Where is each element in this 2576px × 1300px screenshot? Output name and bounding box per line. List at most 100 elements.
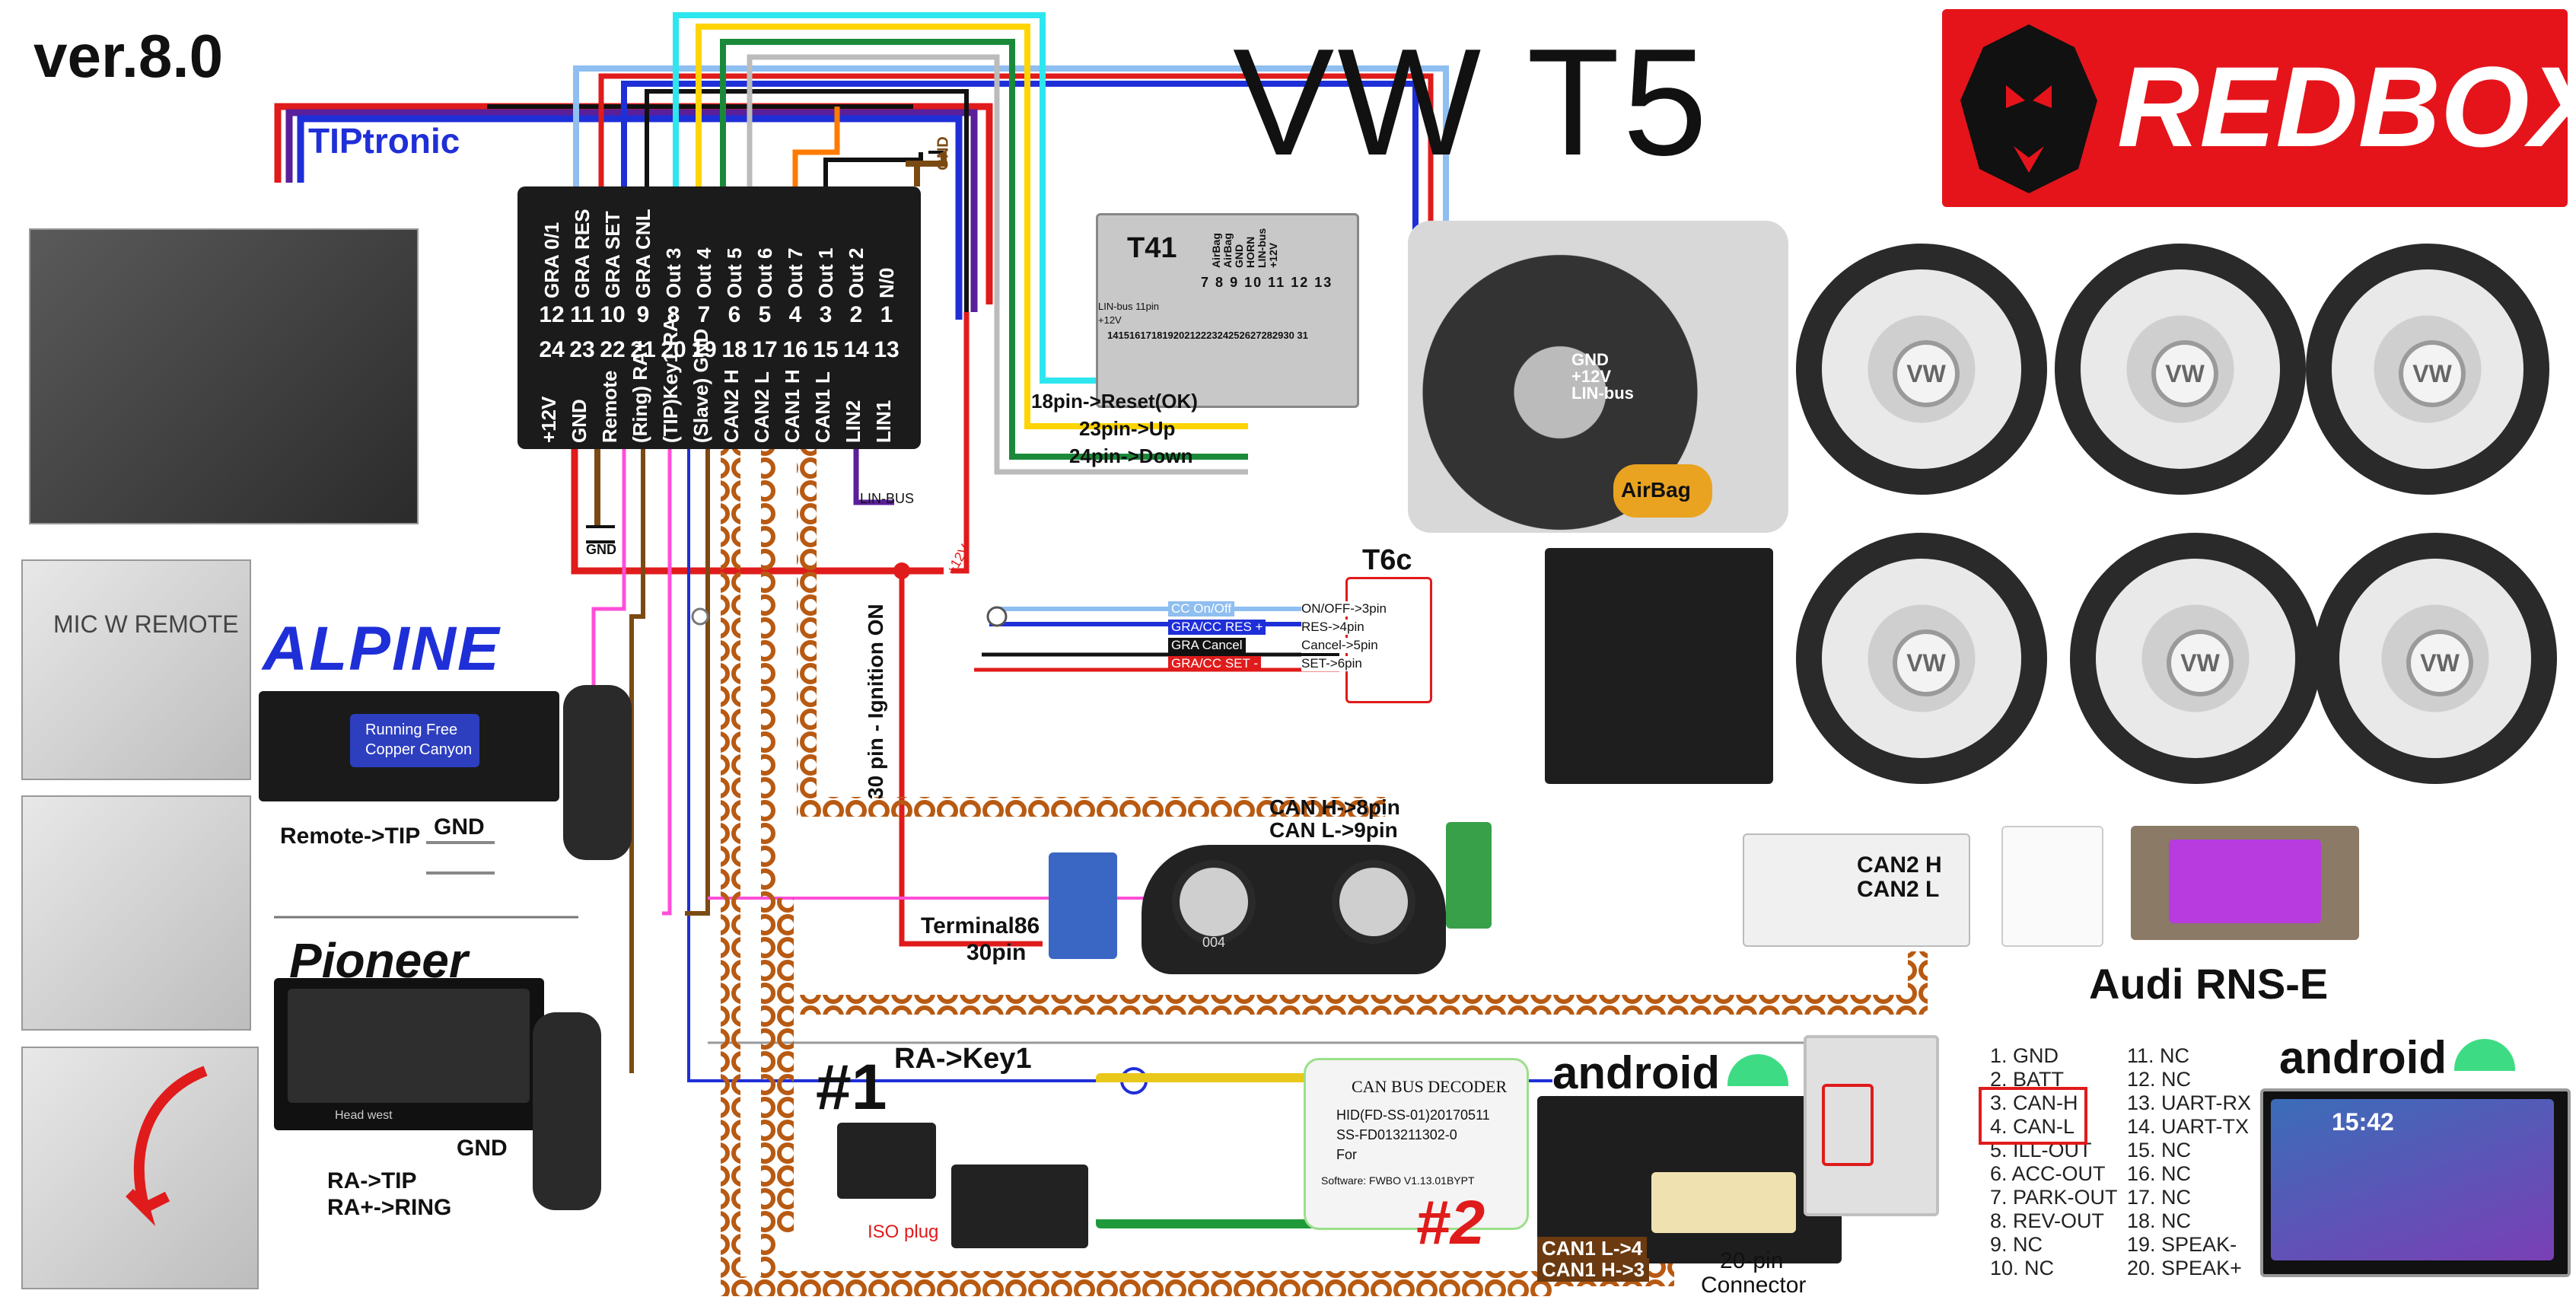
pioneer-gnd-label: GND — [457, 1136, 508, 1161]
pinout-right: 11. NC 12. NC 13. UART-RX 14. UART-TX 15… — [2127, 1044, 2252, 1279]
connector-pin-label: CAN1 H — [781, 369, 804, 443]
connector-pin-label: Out 3 — [662, 247, 685, 298]
gnd-top-label: GND — [935, 136, 952, 170]
20-pin-connector — [1651, 1172, 1796, 1233]
connector-pin-label: CAN2 L — [750, 371, 773, 443]
version-label: ver.8.0 — [33, 22, 224, 90]
reset-label: 18pin->Reset(OK) — [1031, 390, 1198, 413]
alpine-logo: ALPINE — [263, 614, 501, 683]
t41-top-pins: 7 8 9 10 11 12 13 — [1201, 275, 1333, 290]
alpine-gnd-label: GND — [434, 814, 485, 840]
connector-pin-label: GRA SET — [601, 211, 624, 298]
instrument-cluster: 004 — [1142, 845, 1446, 974]
connector-label-2: Connector — [1701, 1273, 1807, 1298]
main-connector: 12 11 10 9 8 7 6 5 4 3 2 1 24 23 22 21 2… — [517, 186, 921, 449]
t6c-wire-label: GRA/CC SET - — [1168, 656, 1261, 671]
can1h-label: CAN1 H->3 — [1537, 1258, 1650, 1282]
red-arrow-icon — [126, 1066, 208, 1227]
t6c-wire-label: GRA Cancel — [1168, 638, 1246, 653]
steering-wheel-6: VW — [2313, 533, 2557, 784]
alpine-jack-plug — [426, 841, 495, 875]
connector-pin-label: Out 7 — [784, 247, 807, 298]
connector-pin-label: GRA 0/1 — [540, 221, 563, 298]
connector-pin-label: +12V — [537, 396, 560, 443]
tiptronic-label: TIPtronic — [308, 121, 460, 161]
lion-logo-icon — [1960, 24, 2097, 193]
steering-wheel-3: VW — [2306, 244, 2549, 495]
android-tablet: 15:42 — [2260, 1088, 2571, 1277]
rnse-connector-diagram — [1743, 833, 1970, 947]
connector-pin-label: (Ring) RA+ — [629, 339, 651, 443]
connector-pin-label: GND — [1233, 244, 1245, 268]
connector-pin-label: Remote — [598, 370, 621, 443]
connector-pin-label: Out 2 — [845, 247, 868, 298]
alpine-head-unit: Running Free Copper Canyon — [259, 691, 559, 801]
can-pin-highlight — [1979, 1087, 2087, 1145]
ground-symbol-icon — [586, 525, 615, 543]
harness-label: RA->Key1 — [894, 1043, 1032, 1075]
terminal86-label: Terminal86 — [921, 913, 1040, 938]
terminal86-pin: 30pin — [966, 940, 1027, 965]
connector-pin-label: Out 4 — [693, 247, 715, 298]
iso-plug-right — [951, 1165, 1088, 1248]
pioneer-head-unit: Head west — [274, 978, 544, 1130]
t41-connector: T41 7 8 9 10 11 12 13 141516171819202122… — [1096, 213, 1359, 408]
t6c-label: T6c — [1362, 544, 1412, 576]
connector-pin-label: N/0 — [875, 267, 898, 298]
decoder-number: #2 — [1415, 1188, 1485, 1257]
can1l-label: CAN1 L->4 — [1537, 1237, 1648, 1260]
cluster-can-l: CAN L->9pin — [1269, 818, 1398, 842]
steering-wheel-5: VW — [2070, 533, 2321, 784]
steering-wheel-2: VW — [2055, 244, 2306, 495]
connector-pin-label: (Slave) GND — [689, 328, 712, 443]
connector-pin-label: (TIP)Key1 RA- — [659, 311, 682, 443]
radio-jack-photo — [21, 795, 251, 1031]
connector-pin-label: Out 6 — [753, 247, 776, 298]
connector-pin-label: GRA RES — [571, 209, 594, 299]
mic-remote-photo: MIC W REMOTE — [21, 559, 251, 780]
connector-pin-label: GND — [568, 399, 591, 443]
rnse-label: Audi RNS-E — [2089, 960, 2329, 1008]
t41-bottom-pins: 1415161718192021222324252627282930 31 — [1107, 330, 1308, 341]
t6c-pin-label: Cancel->5pin — [1301, 638, 1378, 653]
blue-cluster-plug — [1049, 852, 1117, 959]
alpine-lcd: Running Free Copper Canyon — [350, 714, 479, 767]
airbag-connector: AirBag — [1613, 464, 1712, 518]
gnd-bottom-label: GND — [586, 542, 616, 557]
connector-pin-label: HORN — [1244, 236, 1256, 268]
comfort-module — [1545, 548, 1773, 784]
t6c-pin-label: SET->6pin — [1301, 656, 1362, 671]
connector-pin-label: CAN2 H — [720, 369, 743, 443]
t6c-pin-label: RES->4pin — [1301, 620, 1364, 635]
connector-pin-label: Out 5 — [723, 247, 746, 298]
connector-pin-label: +12V — [1267, 242, 1279, 268]
remote-tip-label: Remote->TIP — [280, 824, 421, 849]
down-label: 24pin->Down — [1069, 444, 1193, 467]
ra-ring-label: RA+->RING — [327, 1195, 452, 1220]
brand-name: REDBOX — [2117, 43, 2576, 170]
clockspring-photo: GND +12V LIN-bus AirBag — [1408, 221, 1788, 533]
steering-wheel-4: VW — [1796, 533, 2047, 784]
ignition-label: 30 pin - Ignition ON — [864, 604, 887, 799]
pioneer-jack-cable — [533, 1012, 601, 1210]
android-label-2: android — [2279, 1032, 2447, 1083]
connector-pin-label: GRA CNL — [632, 209, 654, 298]
rnse-plug-diagram — [2001, 826, 2103, 947]
up-label: 23pin->Up — [1079, 417, 1176, 440]
t6c-pin-label: ON/OFF->3pin — [1301, 601, 1387, 617]
t6c-wire-label: CC On/Off — [1168, 601, 1235, 617]
connector-pin-label: LIN1 — [872, 400, 895, 443]
connector-pin-label: Out 1 — [814, 247, 837, 298]
lin-bus-label: LIN-BUS — [860, 491, 915, 506]
connector-pin-label: AirBag — [1221, 233, 1234, 268]
alpine-jack-cable — [563, 685, 632, 860]
iso-plug-left — [837, 1123, 936, 1199]
decoder-box — [1537, 1096, 1842, 1263]
quadlock-plug — [1804, 1035, 1939, 1216]
tiptronic-photo — [29, 228, 419, 524]
connector-pin-label: AirBag — [1210, 233, 1222, 268]
page-title: VW T5 — [1233, 18, 1711, 187]
connector-pin-label: LIN2 — [842, 400, 865, 443]
iso-plug-label: ISO plug — [868, 1222, 939, 1242]
